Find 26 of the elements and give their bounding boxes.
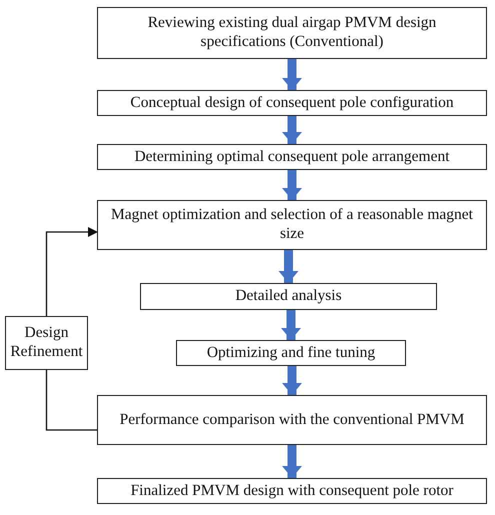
step-text: Detailed analysis [235, 287, 342, 306]
process-box [97, 200, 487, 250]
block-arrow [282, 59, 302, 90]
step-text: Determining optimal consequent pole arrangement [134, 148, 450, 166]
arrow [46, 227, 98, 316]
step-text: Performance comparison with the conventional PMVM [120, 410, 464, 430]
block-arrow [281, 310, 301, 340]
process-box [97, 144, 487, 170]
step-text: Finalized PMVM design with consequent pole rotor [130, 482, 454, 500]
step-text: Design Refinement [10, 324, 83, 362]
block-arrow [282, 116, 302, 144]
block-arrow [278, 250, 298, 283]
step-text: Conceptual design of consequent pole configuration [130, 94, 454, 112]
process-box [5, 316, 88, 370]
step-text: Optimizing and fine tuning [206, 344, 376, 362]
process-box [97, 90, 487, 116]
process-box [97, 7, 487, 59]
process-box [97, 478, 487, 504]
step-text: Reviewing existing dual airgap PMVM design specifications (Conventional) [146, 14, 438, 52]
process-box [140, 283, 437, 310]
process-box [176, 340, 406, 366]
process-box [97, 395, 487, 445]
block-arrow [282, 170, 302, 200]
block-arrow [282, 445, 302, 478]
block-arrow [282, 366, 302, 395]
step-text: Magnet optimization and selection of a reasonable magnet size [110, 206, 474, 244]
